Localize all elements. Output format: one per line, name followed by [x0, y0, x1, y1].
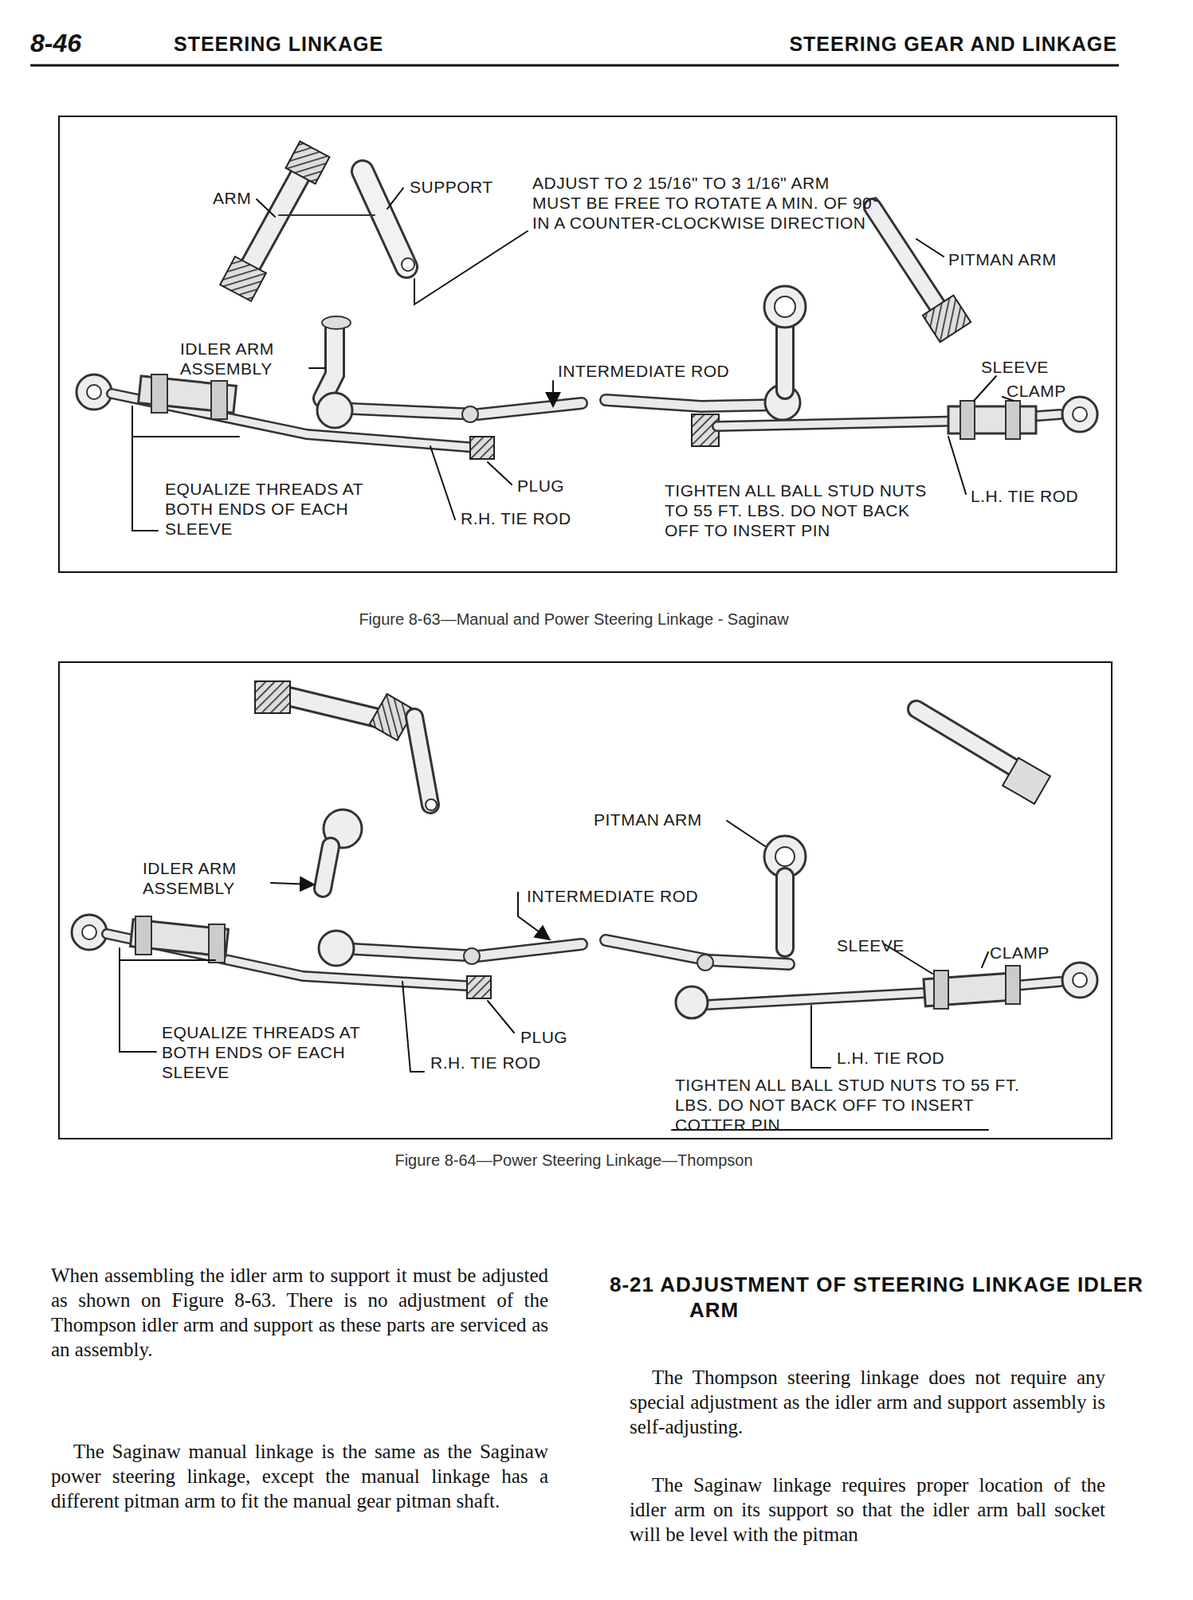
callout-label: PITMAN ARM — [593, 809, 754, 830]
callout-label: L.H. TIE ROD — [970, 486, 1115, 507]
callout-label: PLUG — [517, 475, 589, 496]
body-paragraph: The Saginaw manual linkage is the same a… — [51, 1439, 549, 1514]
callout-label: R.H. TIE ROD — [430, 1052, 574, 1073]
callout-label: ARM — [212, 188, 277, 208]
callout-label: TIGHTEN ALL BALL STUD NUTS TO 55 FT. LBS… — [664, 480, 940, 541]
callout-label: IDLER ARM ASSEMBLY — [180, 338, 312, 379]
callout-label: PLUG — [520, 1027, 593, 1048]
callout-label: SLEEVE — [836, 935, 933, 956]
callout-label: L.H. TIE ROD — [836, 1047, 981, 1068]
callout-label: INTERMEDIATE ROD — [557, 361, 781, 381]
body-paragraph: The Thompson steering linkage does not r… — [629, 1365, 1106, 1440]
callout-label: EQUALIZE THREADS AT BOTH ENDS OF EACH SL… — [161, 1022, 389, 1083]
callout-label: INTERMEDIATE ROD — [526, 886, 750, 907]
section-heading: 8-21 ADJUSTMENT OF STEERING LINKAGE IDLE… — [609, 1271, 1168, 1323]
callout-label: EQUALIZE THREADS AT BOTH ENDS OF EACH SL… — [164, 478, 405, 539]
callout-label: R.H. TIE ROD — [460, 508, 605, 529]
page-number: 8-46 — [30, 28, 126, 58]
callout-label: SUPPORT — [409, 176, 538, 197]
callout-label: CLAMP — [1006, 380, 1103, 401]
running-head: STEERING LINKAGE — [173, 31, 493, 56]
callout-label: CLAMP — [989, 942, 1086, 963]
callout-label: ADJUST TO 2 15/16" TO 3 1/16" ARM MUST B… — [532, 172, 883, 233]
figure-panel: ARM SUPPORTADJUST TO 2 15/16" TO 3 1/16" … — [58, 115, 1118, 573]
callout-label: TIGHTEN ALL BALL STUD NUTS TO 55 FT. LBS… — [674, 1075, 1030, 1135]
running-head: STEERING GEAR AND LINKAGE — [717, 31, 1118, 56]
callout-label: SLEEVE — [981, 357, 1077, 377]
body-paragraph: When assembling the idler arm to support… — [51, 1263, 549, 1362]
callout-label: IDLER ARM ASSEMBLY — [142, 858, 275, 899]
callout-label: PITMAN ARM — [948, 249, 1108, 270]
figure-panel: PITMAN ARM IDLER ARM ASSEMBLY INTERMEDIATE… — [58, 661, 1113, 1140]
body-paragraph: The Saginaw linkage requires proper loca… — [629, 1472, 1106, 1547]
figure-caption: Figure 8-64—Power Steering Linkage—Thomp… — [159, 1149, 989, 1171]
figure-caption: Figure 8-63—Manual and Power Steering Li… — [159, 608, 989, 630]
